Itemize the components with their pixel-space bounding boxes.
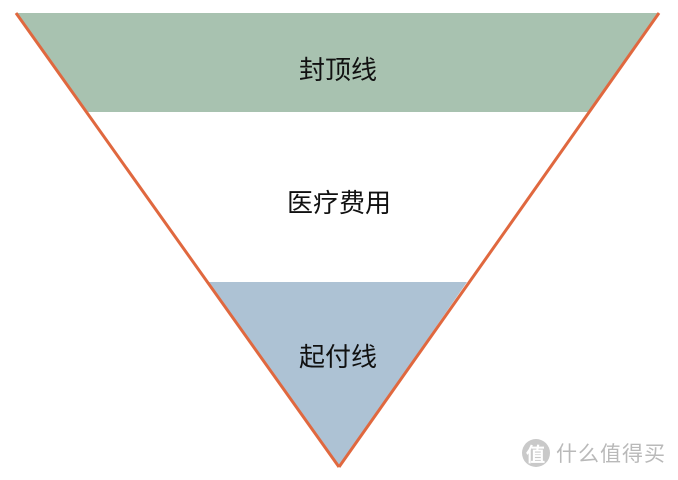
smzdm-logo-icon: 值	[522, 439, 550, 467]
label-deductible-line: 起付线	[299, 343, 377, 373]
label-medical-costs: 医疗费用	[287, 189, 391, 219]
label-ceiling-line: 封顶线	[299, 56, 377, 86]
watermark: 值 什么值得买	[522, 438, 666, 468]
triangle-left-edge	[14, 12, 341, 468]
triangle-right-edge	[337, 12, 661, 468]
band-middle	[86, 112, 590, 282]
watermark-text: 什么值得买	[556, 442, 666, 466]
band-top	[16, 13, 659, 112]
band-bottom	[209, 282, 467, 467]
